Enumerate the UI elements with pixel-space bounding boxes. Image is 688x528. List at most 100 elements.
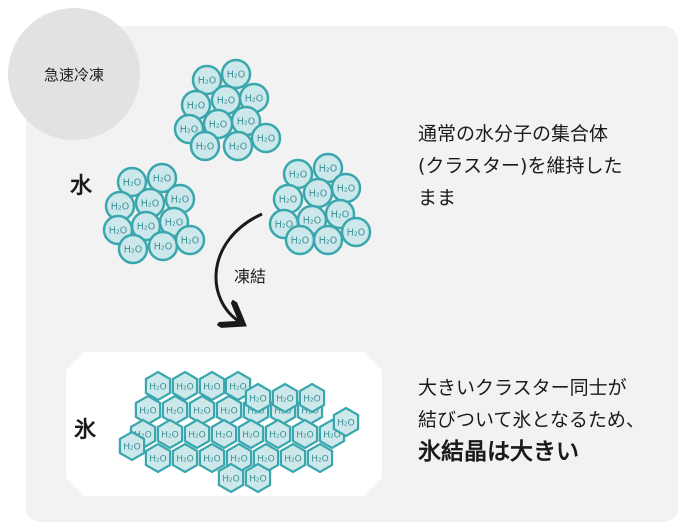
freeze-arrow <box>214 212 263 322</box>
molecule-label: H₂O <box>284 455 301 465</box>
water-molecule: H₂O <box>272 183 304 215</box>
molecule-label: H₂O <box>198 76 216 87</box>
molecule-label: H₂O <box>237 117 255 128</box>
molecule-label: H₂O <box>215 431 232 441</box>
molecule-label: H₂O <box>249 395 266 405</box>
ice-desc-line-1: 大きいクラスター同士が <box>418 377 627 399</box>
molecule-label: H₂O <box>166 407 183 417</box>
molecule-label: H₂O <box>276 395 293 405</box>
water-molecule: H₂O <box>220 58 252 90</box>
molecule-label: H₂O <box>220 407 237 417</box>
molecule-label: H₂O <box>245 94 263 105</box>
water-molecule: H₂O <box>147 230 179 262</box>
water-molecule: H₂O <box>146 162 178 194</box>
molecule-label: H₂O <box>187 101 205 112</box>
molecule-label: H₂O <box>323 431 340 441</box>
ice-molecule: H₂O <box>332 406 360 438</box>
ice-molecule: H₂O <box>306 442 334 474</box>
molecule-label: H₂O <box>181 236 199 247</box>
molecule-label: H₂O <box>257 134 275 145</box>
ice-molecule: H₂O <box>298 382 326 414</box>
molecule-label: H₂O <box>196 142 214 153</box>
freeze-label: 凍結 <box>234 267 267 286</box>
ice-molecule: H₂O <box>188 394 216 426</box>
molecule-label: H₂O <box>279 195 297 206</box>
molecule-label: H₂O <box>230 455 247 465</box>
molecule-label: H₂O <box>153 174 171 185</box>
molecule-label: H₂O <box>319 164 337 175</box>
water-desc-line-2: (クラスター)を維持した <box>418 155 623 177</box>
molecule-label: H₂O <box>347 228 365 239</box>
molecule-label: H₂O <box>139 407 156 417</box>
water-molecule: H₂O <box>238 82 270 114</box>
water-molecule: H₂O <box>191 64 223 96</box>
ice-molecule: H₂O <box>279 442 307 474</box>
molecule-label: H₂O <box>209 120 227 131</box>
ice-molecule: H₂O <box>198 370 226 402</box>
ice-molecule: H₂O <box>171 442 199 474</box>
water-description: 通常の水分子の集合体 (クラスター)を維持した まま <box>418 118 668 214</box>
ice-molecule: H₂O <box>217 462 245 494</box>
ice-molecule: H₂O <box>215 394 243 426</box>
molecule-label: H₂O <box>217 96 235 107</box>
ice-label: 氷 <box>74 418 97 443</box>
ice-molecule: H₂O <box>210 418 238 450</box>
molecule-label: H₂O <box>249 475 266 485</box>
molecule-label: H₂O <box>111 202 129 213</box>
water-molecule: H₂O <box>302 177 334 209</box>
water-molecule: H₂O <box>174 224 206 256</box>
molecule-label: H₂O <box>242 431 259 441</box>
water-molecule: H₂O <box>250 122 282 154</box>
molecule-label: H₂O <box>337 419 354 429</box>
molecule-label: H₂O <box>149 455 166 465</box>
molecule-label: H₂O <box>161 431 178 441</box>
molecule-label: H₂O <box>137 222 155 233</box>
molecule-label: H₂O <box>337 184 355 195</box>
ice-molecule: H₂O <box>144 370 172 402</box>
molecule-label: H₂O <box>291 236 309 247</box>
molecule-label: H₂O <box>203 455 220 465</box>
water-desc-line-3: まま <box>418 187 457 209</box>
molecule-label: H₂O <box>203 383 220 393</box>
molecule-label: H₂O <box>222 475 239 485</box>
molecule-label: H₂O <box>319 236 337 247</box>
molecule-label: H₂O <box>123 178 141 189</box>
molecule-label: H₂O <box>275 220 293 231</box>
molecule-label: H₂O <box>123 443 140 453</box>
ice-molecule: H₂O <box>271 382 299 414</box>
molecule-label: H₂O <box>193 407 210 417</box>
ice-molecule: H₂O <box>144 442 172 474</box>
ice-molecule: H₂O <box>244 382 272 414</box>
molecule-label: H₂O <box>165 218 183 229</box>
molecule-label: H₂O <box>229 383 246 393</box>
ice-desc-line-3: 氷結晶は大きい <box>418 439 579 465</box>
water-molecule: H₂O <box>330 172 362 204</box>
molecule-label: H₂O <box>109 226 127 237</box>
molecule-label: H₂O <box>257 455 274 465</box>
molecule-label: H₂O <box>134 431 151 441</box>
ice-molecule: H₂O <box>183 418 211 450</box>
ice-molecule: H₂O <box>134 394 162 426</box>
ice-molecule: H₂O <box>156 418 184 450</box>
molecule-label: H₂O <box>303 395 320 405</box>
molecule-label: H₂O <box>188 431 205 441</box>
water-label: 水 <box>70 174 93 199</box>
molecule-label: H₂O <box>176 455 193 465</box>
molecule-label: H₂O <box>149 383 166 393</box>
molecule-label: H₂O <box>176 383 193 393</box>
water-desc-line-1: 通常の水分子の集合体 <box>418 123 609 145</box>
water-molecule: H₂O <box>117 233 149 265</box>
water-molecule: H₂O <box>284 224 316 256</box>
ice-molecule: H₂O <box>118 430 146 462</box>
molecule-label: H₂O <box>227 70 245 81</box>
method-badge: 急速冷凍 <box>8 8 140 140</box>
molecule-label: H₂O <box>311 455 328 465</box>
water-molecule: H₂O <box>222 130 254 162</box>
water-molecule: H₂O <box>340 216 372 248</box>
molecule-label: H₂O <box>289 170 307 181</box>
ice-molecule: H₂O <box>244 462 272 494</box>
molecule-label: H₂O <box>154 242 172 253</box>
water-molecule: H₂O <box>189 130 221 162</box>
ice-molecule: H₂O <box>237 418 265 450</box>
